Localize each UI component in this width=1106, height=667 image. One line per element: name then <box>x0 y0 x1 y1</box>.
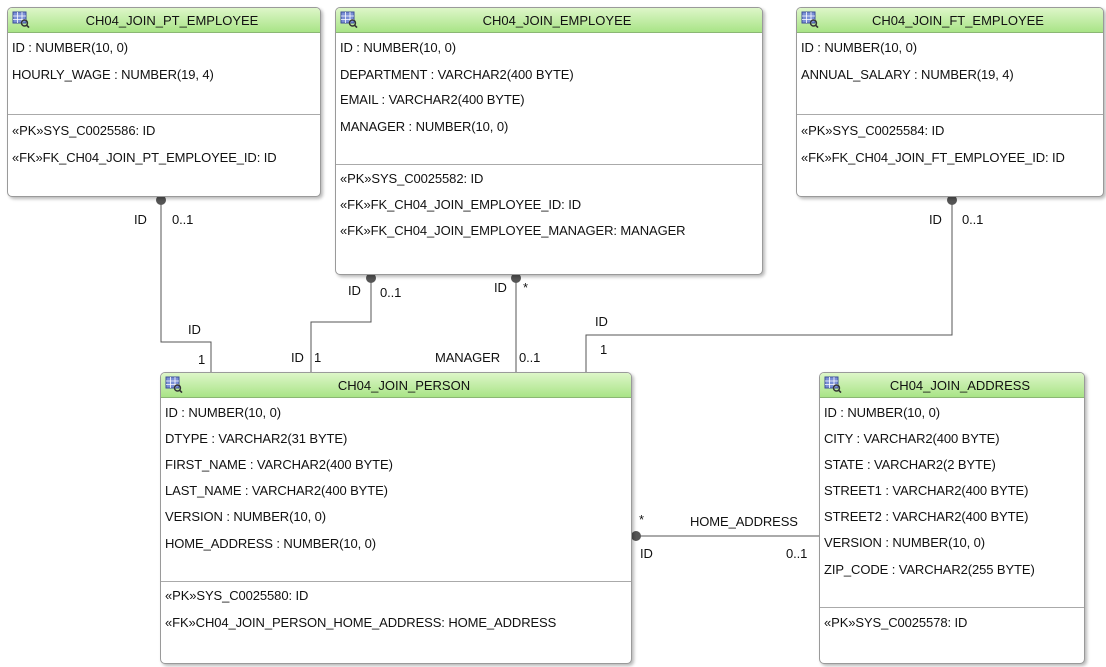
link-end-dot <box>156 195 166 205</box>
relation-label: ID <box>929 212 942 227</box>
constraint-row: «FK»CH04_JOIN_PERSON_HOME_ADDRESS: HOME_… <box>165 615 557 630</box>
link-employee-person <box>310 278 372 372</box>
relation-label: ID <box>188 322 201 337</box>
multiplicity-label: * <box>639 512 644 527</box>
column-row: HOME_ADDRESS : NUMBER(10, 0) <box>165 536 377 551</box>
table-header: CH04_JOIN_FT_EMPLOYEE <box>797 8 1103 33</box>
multiplicity-label: 1 <box>600 342 608 357</box>
section-divider <box>820 607 1084 608</box>
link-ft-employee-person <box>585 200 953 372</box>
constraint-row: «PK»SYS_C0025582: ID <box>340 171 484 186</box>
constraint-row: «FK»FK_CH04_JOIN_EMPLOYEE_ID: ID <box>340 197 582 212</box>
link-end-dot <box>511 273 521 283</box>
column-row: HOURLY_WAGE : NUMBER(19, 4) <box>12 67 214 82</box>
column-row: DEPARTMENT : VARCHAR2(400 BYTE) <box>340 67 574 82</box>
table-employee[interactable]: CH04_JOIN_EMPLOYEE ID : NUMBER(10, 0) DE… <box>335 7 763 275</box>
table-address[interactable]: CH04_JOIN_ADDRESS ID : NUMBER(10, 0) CIT… <box>819 372 1085 664</box>
column-row: EMAIL : VARCHAR2(400 BYTE) <box>340 92 525 107</box>
column-row: ID : NUMBER(10, 0) <box>824 405 940 420</box>
table-icon <box>340 11 358 28</box>
column-row: MANAGER : NUMBER(10, 0) <box>340 119 509 134</box>
relation-label: ID <box>348 283 361 298</box>
table-ft-employee[interactable]: CH04_JOIN_FT_EMPLOYEE ID : NUMBER(10, 0)… <box>796 7 1104 197</box>
table-name: CH04_JOIN_PT_EMPLOYEE <box>85 13 259 28</box>
relation-label: ID <box>291 350 304 365</box>
multiplicity-label: 0..1 <box>962 212 984 227</box>
table-person[interactable]: CH04_JOIN_PERSON ID : NUMBER(10, 0) DTYP… <box>160 372 632 664</box>
table-icon <box>824 376 842 393</box>
table-header: CH04_JOIN_PT_EMPLOYEE <box>8 8 320 33</box>
column-row: ID : NUMBER(10, 0) <box>340 40 456 55</box>
link-end-dot <box>631 531 641 541</box>
multiplicity-label: 0..1 <box>519 350 541 365</box>
constraint-row: «PK»SYS_C0025578: ID <box>824 615 968 630</box>
relation-label: ID <box>134 212 147 227</box>
multiplicity-label: 0..1 <box>172 212 194 227</box>
column-row: VERSION : NUMBER(10, 0) <box>165 509 326 524</box>
multiplicity-label: 1 <box>314 350 322 365</box>
relation-label: ID <box>494 280 507 295</box>
multiplicity-label: 0..1 <box>786 546 808 561</box>
column-row: ID : NUMBER(10, 0) <box>165 405 281 420</box>
column-row: STATE : VARCHAR2(2 BYTE) <box>824 457 996 472</box>
column-row: ZIP_CODE : VARCHAR2(255 BYTE) <box>824 562 1035 577</box>
column-row: FIRST_NAME : VARCHAR2(400 BYTE) <box>165 457 393 472</box>
column-row: STREET2 : VARCHAR2(400 BYTE) <box>824 509 1029 524</box>
section-divider <box>336 164 762 165</box>
column-row: ANNUAL_SALARY : NUMBER(19, 4) <box>801 67 1014 82</box>
multiplicity-label: 1 <box>198 352 206 367</box>
relation-label: ID <box>640 546 653 561</box>
table-icon <box>801 11 819 28</box>
section-divider <box>797 114 1103 115</box>
column-row: LAST_NAME : VARCHAR2(400 BYTE) <box>165 483 388 498</box>
column-row: STREET1 : VARCHAR2(400 BYTE) <box>824 483 1029 498</box>
table-header: CH04_JOIN_ADDRESS <box>820 373 1084 398</box>
section-divider <box>161 581 631 582</box>
constraint-row: «FK»FK_CH04_JOIN_FT_EMPLOYEE_ID: ID <box>801 150 1065 165</box>
column-row: DTYPE : VARCHAR2(31 BYTE) <box>165 431 348 446</box>
relation-label: MANAGER <box>435 350 501 365</box>
constraint-row: «PK»SYS_C0025584: ID <box>801 123 945 138</box>
table-header: CH04_JOIN_PERSON <box>161 373 631 398</box>
section-divider <box>8 114 320 115</box>
multiplicity-label: 0..1 <box>380 285 402 300</box>
relation-label: HOME_ADDRESS <box>690 514 798 529</box>
column-row: CITY : VARCHAR2(400 BYTE) <box>824 431 1000 446</box>
constraint-row: «PK»SYS_C0025586: ID <box>12 123 156 138</box>
column-row: VERSION : NUMBER(10, 0) <box>824 535 985 550</box>
table-icon <box>165 376 183 393</box>
table-name: CH04_JOIN_FT_EMPLOYEE <box>872 13 1044 28</box>
table-header: CH04_JOIN_EMPLOYEE <box>336 8 762 33</box>
constraint-row: «FK»FK_CH04_JOIN_PT_EMPLOYEE_ID: ID <box>12 150 277 165</box>
table-pt-employee[interactable]: CH04_JOIN_PT_EMPLOYEE ID : NUMBER(10, 0)… <box>7 7 321 197</box>
constraint-row: «PK»SYS_C0025580: ID <box>165 588 309 603</box>
table-name: CH04_JOIN_PERSON <box>337 378 471 393</box>
column-row: ID : NUMBER(10, 0) <box>801 40 917 55</box>
table-name: CH04_JOIN_EMPLOYEE <box>482 13 632 28</box>
table-icon <box>12 11 30 28</box>
link-end-dot <box>947 195 957 205</box>
multiplicity-label: * <box>523 280 528 295</box>
link-end-dot <box>366 273 376 283</box>
table-name: CH04_JOIN_ADDRESS <box>889 378 1031 393</box>
constraint-row: «FK»FK_CH04_JOIN_EMPLOYEE_MANAGER: MANAG… <box>340 223 686 238</box>
column-row: ID : NUMBER(10, 0) <box>12 40 128 55</box>
relation-label: ID <box>595 314 608 329</box>
link-pt-employee-person <box>160 200 212 372</box>
